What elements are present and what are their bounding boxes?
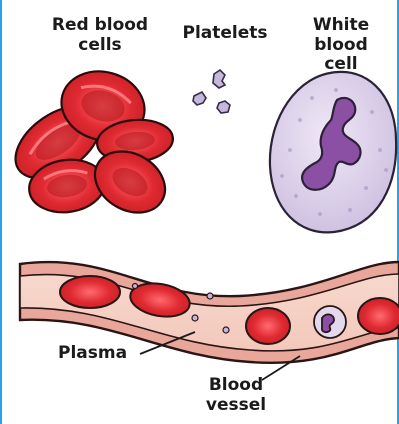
label-platelets: Platelets <box>175 24 275 44</box>
red-blood-cell <box>246 308 290 344</box>
platelet <box>193 92 206 105</box>
red-blood-cell-group <box>3 62 176 224</box>
label-white-blood-cell-line2: cell <box>285 55 397 75</box>
platelet <box>213 70 225 88</box>
red-blood-cell <box>60 276 120 308</box>
label-plasma: Plasma <box>58 344 138 364</box>
platelet-group <box>193 70 230 113</box>
platelet <box>217 101 230 113</box>
label-blood-vessel: Blood vessel <box>196 376 276 415</box>
label-white-blood-cell: White blood cell <box>285 16 397 75</box>
label-red-blood-cells-line2: cells <box>40 36 160 56</box>
label-white-blood-cell-line1: White blood <box>285 16 397 55</box>
white-blood-cell <box>270 72 396 232</box>
vessel-white-cell <box>314 306 346 338</box>
red-blood-cell <box>358 298 399 334</box>
label-blood-vessel-line1: Blood <box>196 376 276 396</box>
label-blood-vessel-line2: vessel <box>196 396 276 416</box>
label-red-blood-cells-line1: Red blood <box>40 16 160 36</box>
label-red-blood-cells: Red blood cells <box>40 16 160 55</box>
